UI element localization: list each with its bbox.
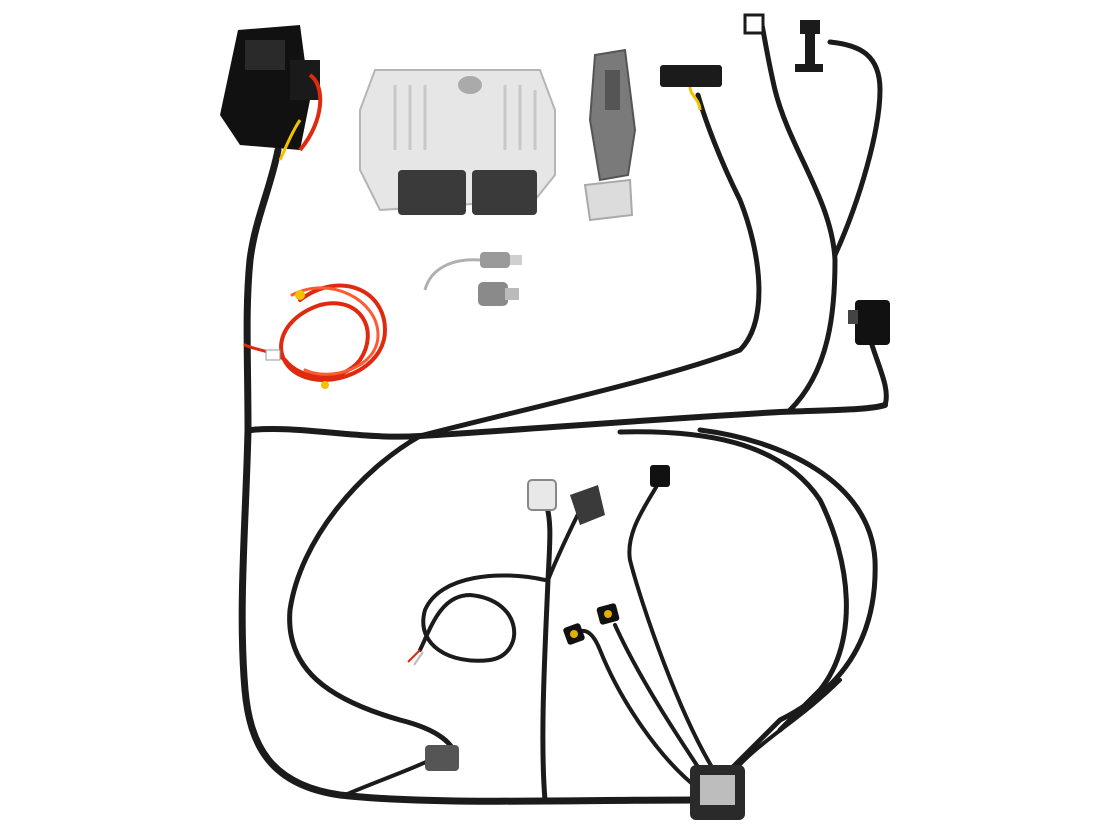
sensor-connector-1 <box>563 623 585 645</box>
coiled-wire <box>418 573 547 663</box>
top-right-connector-1 <box>743 13 765 35</box>
right-vertical-wire <box>759 22 838 413</box>
center-branch-wire <box>540 497 553 803</box>
top-connector <box>660 65 722 111</box>
sensor-connector-2 <box>596 603 620 625</box>
main-horizontal-wire <box>247 402 888 440</box>
accelerator-pedal <box>583 48 637 222</box>
right-top-wire <box>827 39 883 258</box>
large-loop-wire <box>287 433 458 761</box>
fuse-relay-box <box>220 25 323 161</box>
center-connector-white <box>527 479 557 511</box>
harness-connectors <box>407 13 890 820</box>
bulkhead-connector <box>690 765 745 820</box>
lower-fanout-wire-4 <box>728 678 842 777</box>
top-center-connector <box>650 465 670 487</box>
map-sensor <box>478 282 519 306</box>
branch-to-top-connector <box>417 92 762 439</box>
center-connector-gray <box>570 485 605 525</box>
oxygen-sensor <box>423 252 522 291</box>
right-side-drop-wire <box>869 342 889 408</box>
lower-fanout-wire-3 <box>627 478 722 782</box>
lower-fanout-wire-1 <box>573 628 702 792</box>
ecm-connector-left <box>398 170 466 215</box>
left-trunk-wire <box>238 146 704 805</box>
lower-left-lead-wire <box>343 758 432 797</box>
right-side-connector <box>848 300 890 345</box>
top-right-connector-2 <box>795 20 823 72</box>
battery-power-wires <box>243 283 388 389</box>
ecm-connector-right <box>472 170 537 215</box>
coil-wire-leads <box>407 649 424 666</box>
lower-left-connector <box>425 745 459 771</box>
outer-right-loop-wire <box>697 427 878 783</box>
engine-control-module <box>359 69 556 215</box>
